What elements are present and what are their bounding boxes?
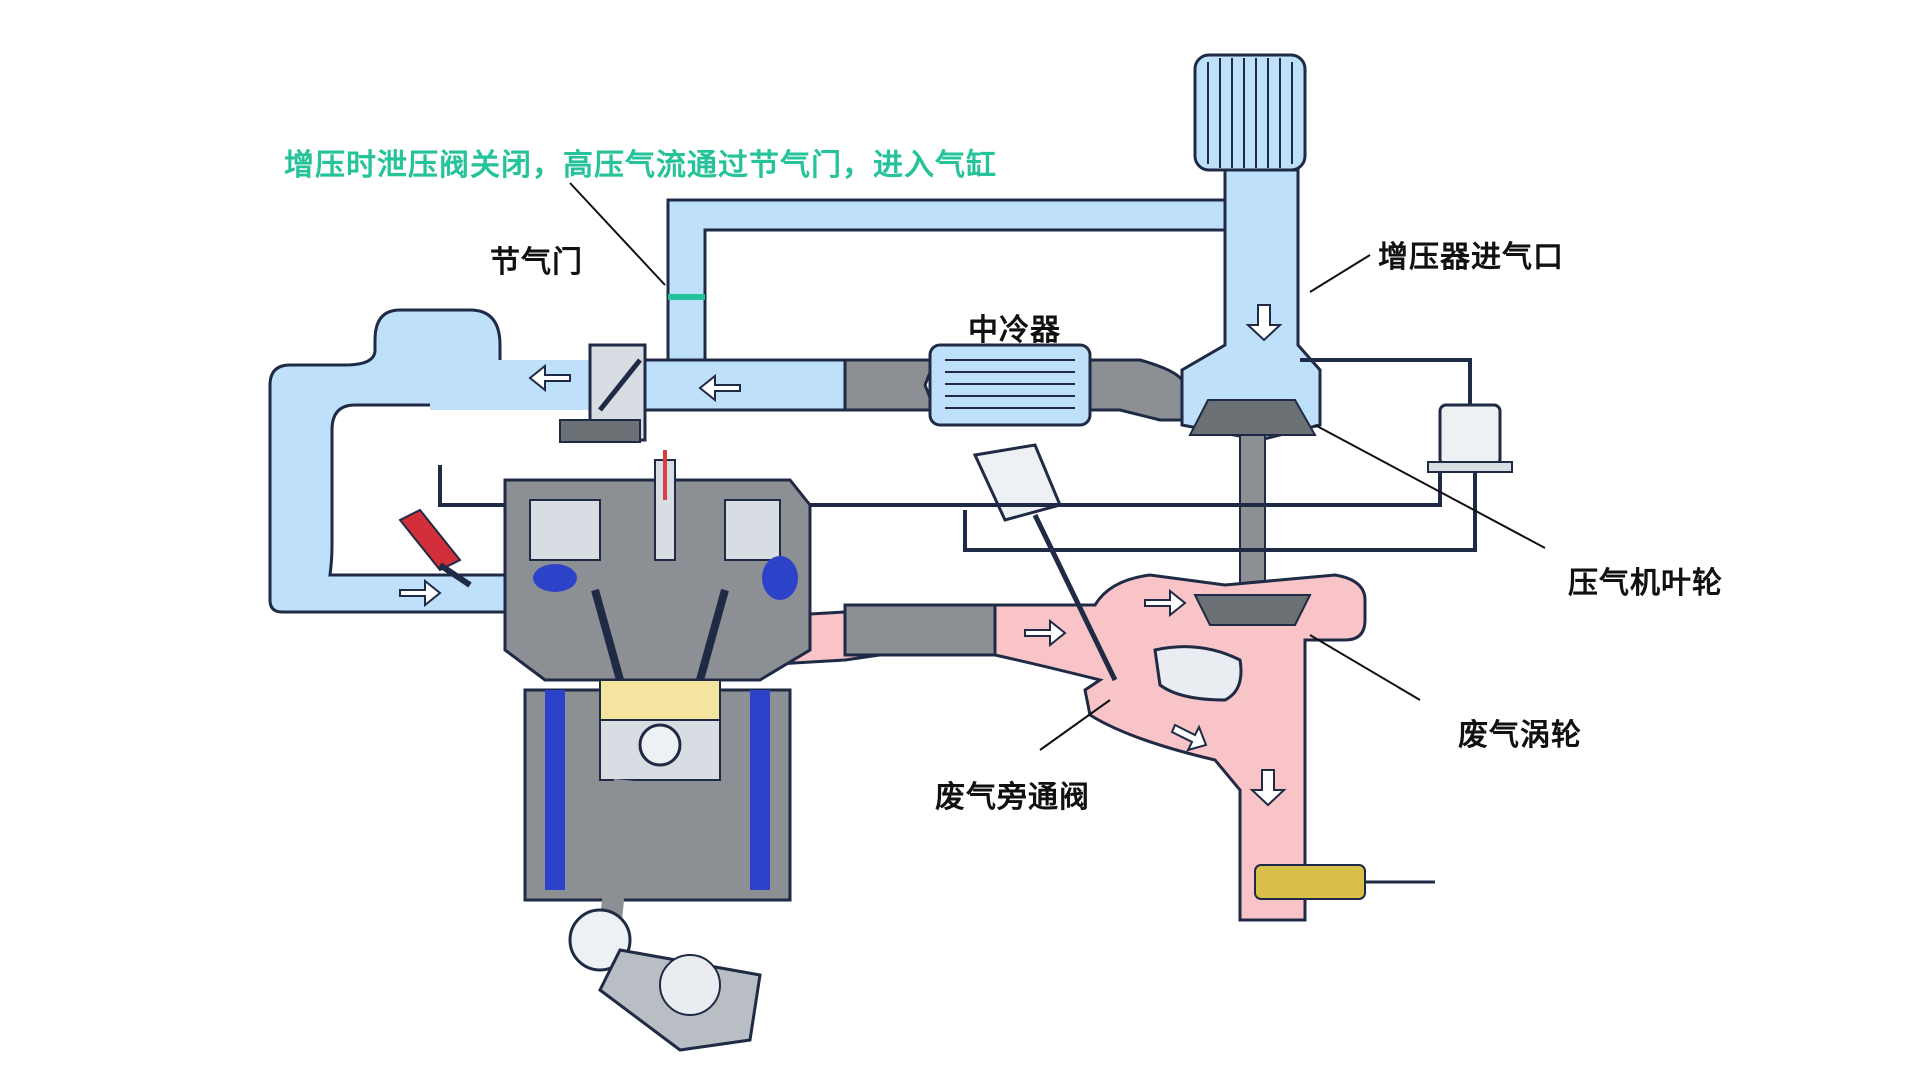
label-wastegate: 废气旁通阀 <box>935 780 1090 815</box>
note-text: 增压时泄压阀关闭，高压气流通过节气门，进入气缸 <box>284 148 997 183</box>
diagonal-arrow-icon <box>1170 723 1208 752</box>
down-arrow-icon <box>1245 304 1283 342</box>
flow-arrows <box>399 304 1287 807</box>
intercooler <box>928 343 1092 427</box>
intake-pipe <box>268 168 1322 652</box>
label-compressor-wheel: 压气机叶轮 <box>1568 566 1723 601</box>
left-arrow-icon <box>528 363 571 393</box>
down-arrow-icon <box>1249 769 1287 807</box>
right-arrow-icon <box>399 578 442 608</box>
turbo-shaft <box>1188 399 1317 591</box>
label-turbine: 废气涡轮 <box>1458 718 1582 753</box>
air-filter <box>1193 53 1307 172</box>
o2-sensor <box>1254 864 1435 900</box>
left-arrow-icon <box>698 373 741 403</box>
label-turbo-inlet: 增压器进气口 <box>1378 240 1564 275</box>
throttle-body <box>559 343 647 443</box>
label-throttle: 节气门 <box>490 245 583 280</box>
right-arrow-icon <box>1024 618 1067 648</box>
fuel-injector <box>398 508 472 588</box>
leader-lines <box>569 182 1546 751</box>
right-arrow-icon <box>1144 588 1187 618</box>
engine-block <box>503 450 812 1052</box>
label-intercooler: 中冷器 <box>968 313 1061 348</box>
